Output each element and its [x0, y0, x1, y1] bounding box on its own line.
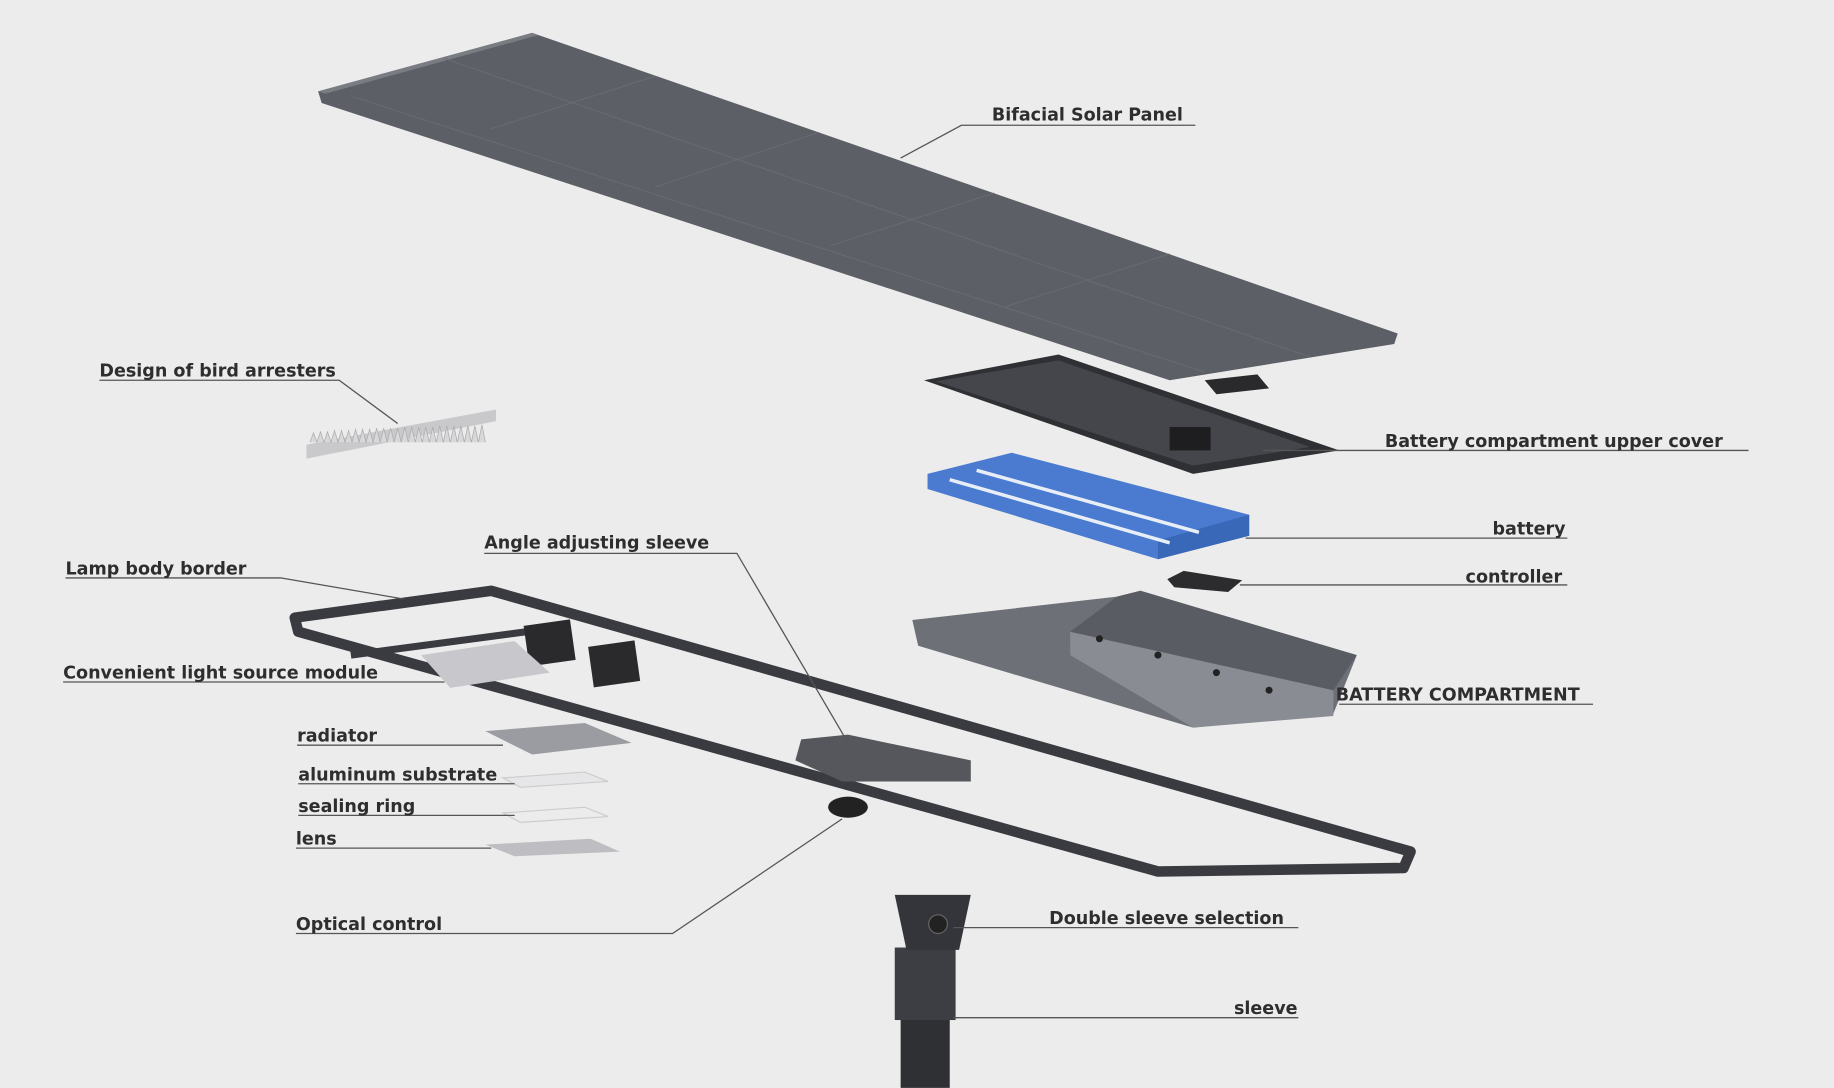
sealing-ring-part — [500, 806, 609, 823]
label-upper-cover: Battery compartment upper cover — [1385, 432, 1723, 452]
label-double-sleeve: Double sleeve selection — [1049, 909, 1284, 929]
label-battery-compartment: BATTERY COMPARTMENT — [1336, 686, 1580, 706]
pole-and-sleeve — [894, 894, 971, 1088]
lens-part — [485, 838, 620, 857]
optical-control-part — [828, 796, 868, 818]
battery-pack — [927, 452, 1250, 560]
solar-panel — [318, 32, 1398, 381]
label-lens: lens — [296, 830, 337, 850]
label-sleeve: sleeve — [1234, 999, 1298, 1019]
label-optical-control: Optical control — [296, 915, 442, 935]
label-controller: controller — [1466, 568, 1563, 588]
label-angle-sleeve: Angle adjusting sleeve — [484, 534, 709, 554]
label-aluminum-substrate: aluminum substrate — [298, 765, 497, 785]
label-bird-arresters: Design of bird arresters — [99, 362, 335, 382]
label-sealing-ring: sealing ring — [298, 797, 415, 817]
bird-arrester — [306, 409, 496, 459]
battery-compartment — [912, 590, 1357, 728]
aluminum-substrate-part — [500, 771, 609, 788]
label-lamp-border: Lamp body border — [66, 559, 247, 579]
controller-module — [1167, 570, 1243, 592]
label-solar-panel: Bifacial Solar Panel — [992, 106, 1183, 126]
label-light-module: Convenient light source module — [63, 664, 378, 684]
label-battery: battery — [1492, 520, 1566, 540]
lamp-body-frame — [289, 585, 1416, 877]
battery-upper-cover — [924, 354, 1340, 474]
leader-lines — [63, 124, 1749, 1019]
label-radiator: radiator — [297, 727, 377, 747]
radiator-part — [485, 722, 632, 755]
